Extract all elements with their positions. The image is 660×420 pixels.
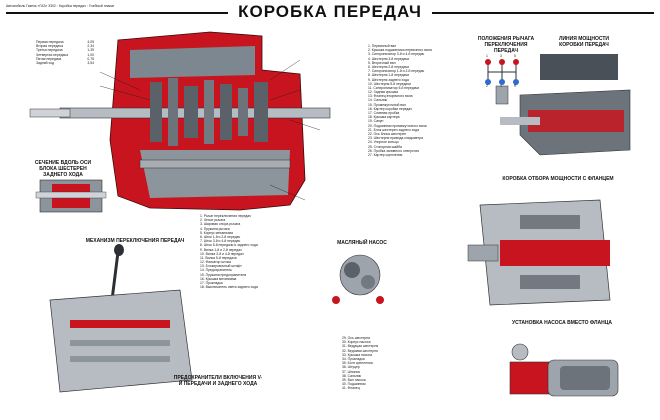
gear-stack [150,78,268,146]
shift-gear-2: 2 [486,84,488,88]
poster-title: КОРОБКА ПЕРЕДАЧ [0,2,660,22]
shift-gear-3: 3 [500,54,502,58]
oil-pump-label: МАСЛЯНЫЙ НАСОС [337,240,387,246]
legend-item: 5. Вторичный вал [368,60,396,65]
legend-item: 12. Фиксатор штока [200,260,231,265]
legend-item: 25. Стопорная шайба [368,144,402,149]
legend-item: 36. Штуцер [342,365,360,370]
legend-item: 11. Вилка 5-й передачи [200,255,237,260]
legend-item: 33. Крышка насоса [342,352,373,357]
legend-item: 2. Чехол рычага [200,218,226,223]
legend-item: 14. Предохранитель [200,268,232,273]
shift-gear-r: R [514,84,517,88]
legend-item: 6. Шестерня 2-й передачи [368,64,410,69]
legend-item: 17. Сливная пробка [368,111,400,115]
shift-gear-5: 5 [514,54,516,58]
legend-item: 19. Сапун [368,119,384,124]
legend-item: 15. Пружина предохранителя [200,272,247,277]
pump-install-label: УСТАНОВКА НАСОСА ВМЕСТО ФЛАНЦА [512,320,612,326]
shift-mechanism-label: МЕХАНИЗМ ПЕРЕКЛЮЧЕНИЯ ПЕРЕДАЧ [85,238,185,244]
legend-item: 7. Шток 3-й и 4-й передач [200,239,241,244]
legend-shift: 1. Рычаг переключения передач 2. Чехол р… [200,214,296,289]
legend-item: 5. Корпус механизма [200,230,233,235]
legend-item: 37. Шпонка [342,369,360,374]
legend-item: 10. Шестерня 5-й передачи [368,81,411,86]
legend-item: 9. Вилка 1-й и 2-й передач [200,247,242,252]
legend-item: 16. Картер коробки передач [368,106,412,111]
legend-main: 1. Первичный вал 2. Крышка подшипника пе… [368,44,468,157]
shift-pattern-numbers: 1 2 3 4 5 R [480,54,524,90]
legend-item: 22. Ось блока шестерен [368,131,407,136]
legend-item: 13. Блокировочный штифт [200,264,242,269]
legend-item: 9. Шестерня заднего хода [368,77,409,82]
legend-pump: 29. Ось шестерни 30. Корпус насоса 31. В… [342,336,442,390]
legend-item: 3. Шаровая опора рычага [200,222,241,227]
lever-positions-label: ПОЛОЖЕНИЯ РЫЧАГА ПЕРЕКЛЮЧЕНИЯ ПЕРЕДАЧ [477,36,535,54]
legend-item: 41. Фланец [342,386,360,391]
pto-line-label: ЛИНИЯ МОЩНОСТИ КОРОБКИ ПЕРЕДАЧ [558,36,610,48]
poster-credit: Автомобиль Газель «ГАЗ» 3302 ◦ Коробка п… [6,4,115,8]
legend-item: 4. Пружина рычага [200,226,230,231]
legend-item: 39. Вал насоса [342,377,366,382]
legend-item: 1. Рычаг переключения передач [200,214,251,218]
legend-item: 13. Фланец вторичного вала [368,94,413,99]
legend-item: 38. Сальник [342,373,362,378]
legend-item: 7. Синхронизатор 1-й и 2-й передач [368,69,425,74]
legend-item: 27. Картер сцепления [368,152,403,157]
legend-item: 1. Первичный вал [368,44,397,48]
legend-item: 16. Крышка механизма [200,276,237,281]
legend-item: 4. Шестерня 3-й передачи [368,56,410,61]
legend-item: 29. Ось шестерни [342,336,371,340]
shift-gear-4: 4 [500,84,502,88]
legend-item: 11. Синхронизатор 5-й передачи [368,85,420,90]
legend-item: 12. Задняя крышка [368,90,399,95]
legend-item: 8. Шток 5-й передачи и заднего хода [200,243,258,248]
legend-item: 2. Крышка подшипника первичного вала [368,48,432,53]
legend-item: 10. Вилка 3-й и 4-й передач [200,251,244,256]
legend-item: 18. Крышка картера [368,115,400,120]
legend-item: 32. Ведомая шестерня [342,348,378,353]
legend-item: 6. Шток 1-й и 2-й передач [200,234,241,239]
legend-item: 26. Пробка заливного отверстия [368,148,419,153]
legend-item: 18. Выключатель света заднего хода [200,285,258,290]
shift-gear-1: 1 [486,54,488,58]
legend-item: 15. Промежуточный вал [368,102,406,107]
legend-item: 20. Подшипник промежуточного вала [368,123,427,128]
callout-lines [99,59,321,201]
legend-item: 40. Подшипник [342,382,366,387]
legend-item: 31. Ведущая шестерня [342,344,379,349]
pto-box-label: КОРОБКА ОТБОРА МОЩНОСТИ С ФЛАНЦЕМ [502,176,614,182]
legend-item: 21. Блок шестерен заднего хода [368,127,419,132]
legend-item: 17. Прокладка [200,281,223,285]
reverse-section-label: СЕЧЕНИЕ ВДОЛЬ ОСИ БЛОКА ШЕСТЕРЕН ЗАДНЕГО… [34,160,92,178]
legend-item: 35. Болт крепления [342,361,373,366]
legend-item: 14. Сальник [368,98,388,103]
legend-item: 30. Корпус насоса [342,340,371,345]
legend-item: 24. Упорное кольцо [368,140,399,145]
legend-item: 34. Прокладка [342,356,365,361]
legend-item: 23. Шестерня привода спидометра [368,136,423,141]
legend-item: 3. Синхронизатор 3-й и 4-й передач [368,52,425,57]
legend-item: 8. Шестерня 1-й передачи [368,73,410,78]
countershaft [139,159,291,169]
fuse-label: ПРЕДОХРАНИТЕЛИ ВКЛЮЧЕНИЯ V-Й ПЕРЕДАЧИ И … [173,375,263,387]
